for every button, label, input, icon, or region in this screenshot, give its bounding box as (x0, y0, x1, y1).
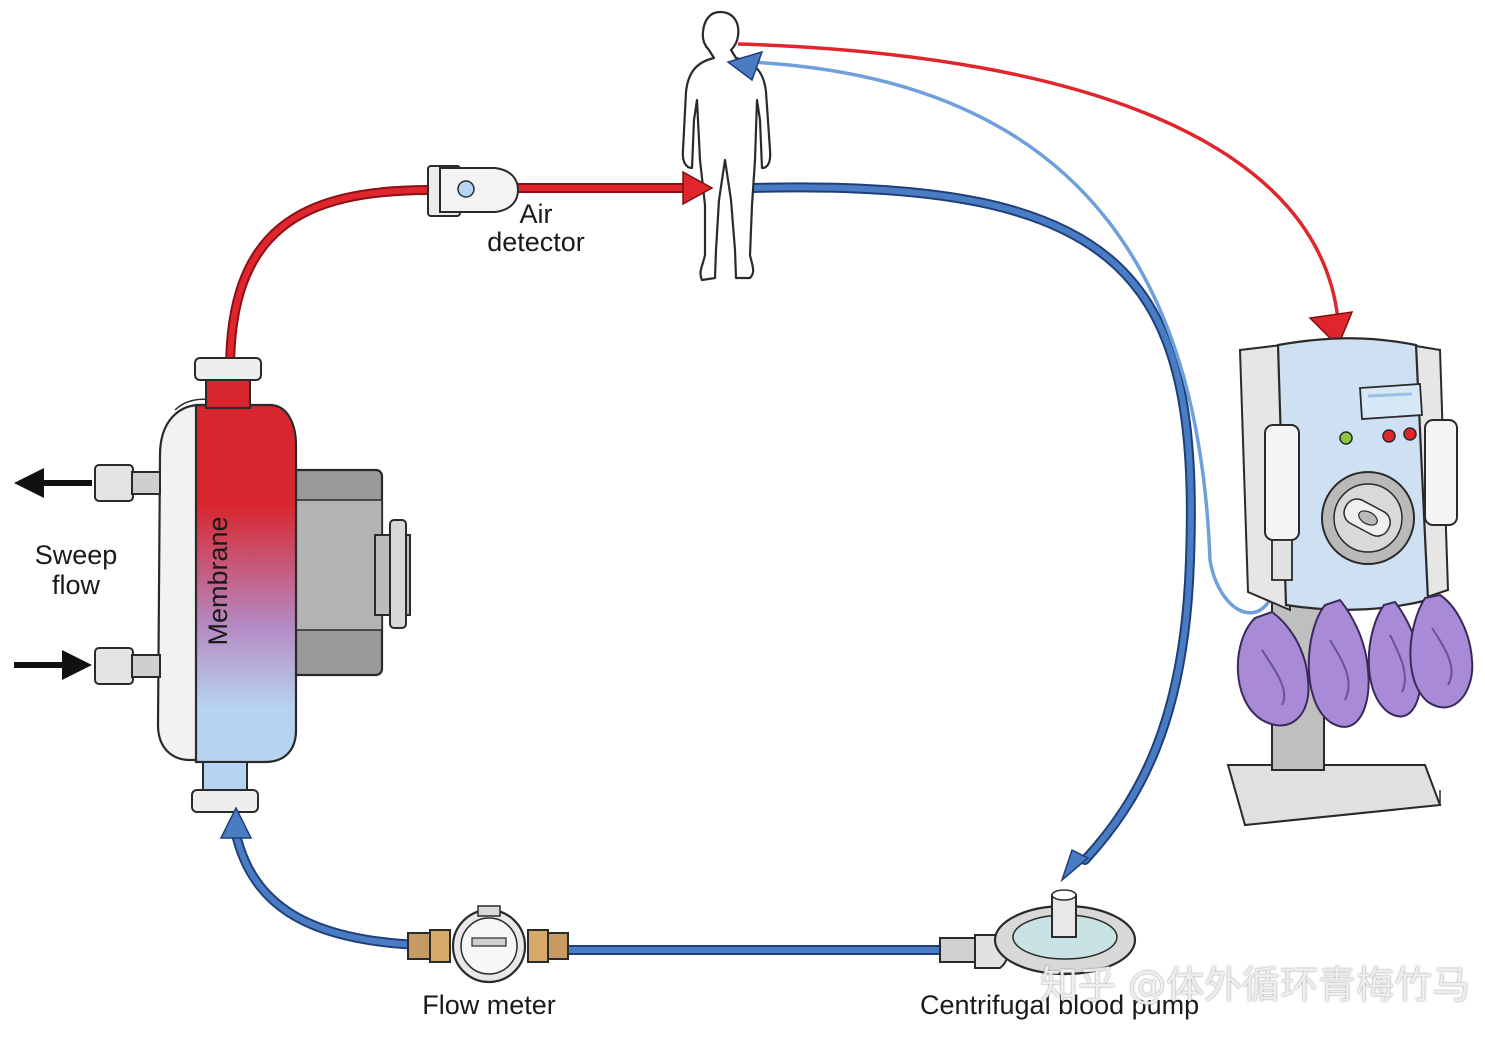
centrifugal-pump-device (939, 889, 1137, 976)
flow-meter-device (407, 905, 569, 984)
patient-silhouette (681, 10, 772, 282)
pump-inlet-arrow-head (1060, 848, 1090, 883)
membrane-label: Membrane (203, 516, 233, 646)
arterial-arrow-head (682, 170, 714, 206)
air-detector-device (427, 165, 520, 217)
heater-return-arrow-head (726, 50, 764, 82)
air-detector-label: Air detector (487, 199, 585, 257)
venous-inlet-arrow-head (219, 806, 253, 839)
sweep-flow-in-arrow (14, 650, 92, 680)
fluid-bags (1236, 593, 1474, 728)
heater-supply-line (737, 42, 1354, 348)
sweep-flow-out-arrow (14, 468, 92, 498)
arterial-line (225, 183, 690, 371)
centrifugal-pump-label: Centrifugal blood pump (920, 990, 1200, 1020)
watermark-text: 知乎 @体外循环青梅竹马 (1040, 963, 1471, 1007)
oxygenator (94, 357, 411, 813)
heater-cooler-unit (1226, 337, 1458, 827)
flow-meter-label: Flow meter (422, 990, 556, 1020)
sweep-flow-label: Sweep flow (34, 540, 118, 600)
venous-return-line (230, 182, 1196, 955)
heater-return-line (749, 60, 1282, 615)
